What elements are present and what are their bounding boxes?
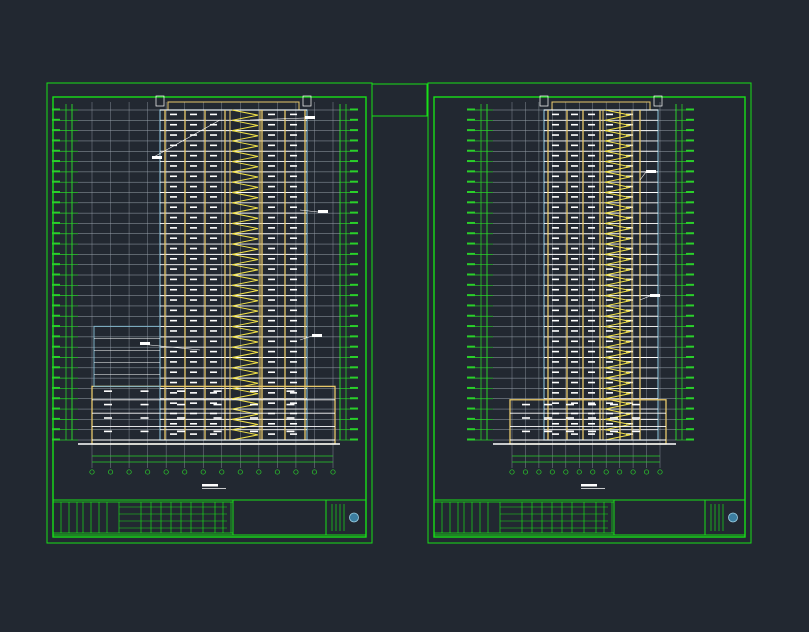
- axis-grid: [89, 102, 336, 475]
- scale-bar-icon: [202, 484, 226, 489]
- compass-seal-icon: [349, 512, 359, 523]
- podium: [493, 399, 676, 445]
- stair-core: [602, 109, 633, 441]
- sheet-inner-frame: [433, 96, 746, 538]
- roof-parapet: [551, 101, 651, 111]
- tower-body: [539, 95, 663, 441]
- stair-core: [229, 109, 261, 441]
- title-block: [52, 499, 367, 536]
- podium-outline: [91, 385, 336, 445]
- sheet-outer-frame: [46, 82, 373, 544]
- sheet-section-a[interactable]: [46, 82, 373, 544]
- podium: [78, 385, 340, 445]
- level-rulers: [52, 104, 358, 441]
- level-rulers: [467, 104, 694, 441]
- sheet-inner-frame: [52, 96, 367, 538]
- annotations: [139, 116, 328, 351]
- roof-parapet: [167, 101, 300, 111]
- podium-outline: [509, 399, 667, 445]
- title-block: [433, 499, 746, 536]
- sheet-outer-frame: [427, 82, 752, 544]
- annotations: [639, 170, 660, 301]
- compass-seal-icon: [728, 512, 738, 523]
- sheet-section-b[interactable]: [427, 82, 752, 544]
- podium-wing: [93, 325, 161, 387]
- scale-bar-icon: [581, 484, 605, 489]
- sheet-connector: [371, 83, 428, 117]
